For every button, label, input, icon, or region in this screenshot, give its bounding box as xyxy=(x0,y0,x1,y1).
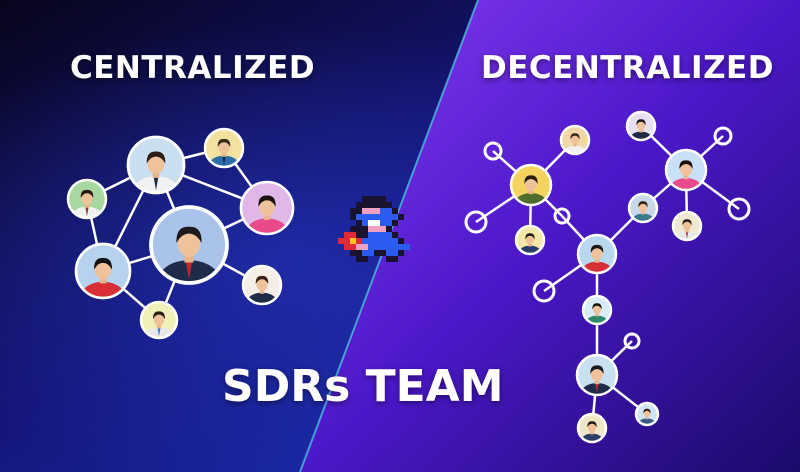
person-avatar-icon xyxy=(575,353,619,397)
person-avatar-icon xyxy=(634,401,660,427)
empty-node-icon xyxy=(464,210,488,234)
avatar-nodes xyxy=(66,110,708,444)
person-avatar-icon xyxy=(239,180,295,236)
person-avatar-icon xyxy=(203,127,245,169)
right-panel-background xyxy=(300,0,800,472)
person-avatar-icon xyxy=(576,412,608,444)
pixel-hero-icon xyxy=(338,196,410,262)
person-avatar-icon xyxy=(514,224,546,256)
person-avatar-icon xyxy=(139,300,179,340)
person-avatar-icon xyxy=(671,210,703,242)
person-avatar-icon xyxy=(664,148,708,192)
empty-nodes xyxy=(464,126,751,350)
person-avatar-icon xyxy=(559,124,591,156)
person-avatar-icon xyxy=(126,135,186,195)
person-avatar-icon xyxy=(74,242,132,300)
empty-node-icon xyxy=(727,197,751,221)
person-avatar-icon xyxy=(581,294,613,326)
person-avatar-icon xyxy=(627,192,659,224)
person-avatar-icon xyxy=(576,233,618,275)
decentralized-heading: DECENTRALIZED xyxy=(481,50,774,86)
empty-node-icon xyxy=(483,141,503,161)
person-avatar-icon xyxy=(66,178,108,220)
team-label: SDRs TEAM xyxy=(222,361,504,412)
person-avatar-icon xyxy=(625,110,657,142)
empty-node-icon xyxy=(623,332,641,350)
centralized-heading: CENTRALIZED xyxy=(70,50,316,86)
empty-node-icon xyxy=(553,207,571,225)
empty-node-icon xyxy=(713,126,733,146)
person-avatar-icon xyxy=(509,163,553,207)
person-avatar-icon xyxy=(241,264,283,306)
empty-node-icon xyxy=(532,279,556,303)
person-avatar-icon xyxy=(149,205,229,285)
